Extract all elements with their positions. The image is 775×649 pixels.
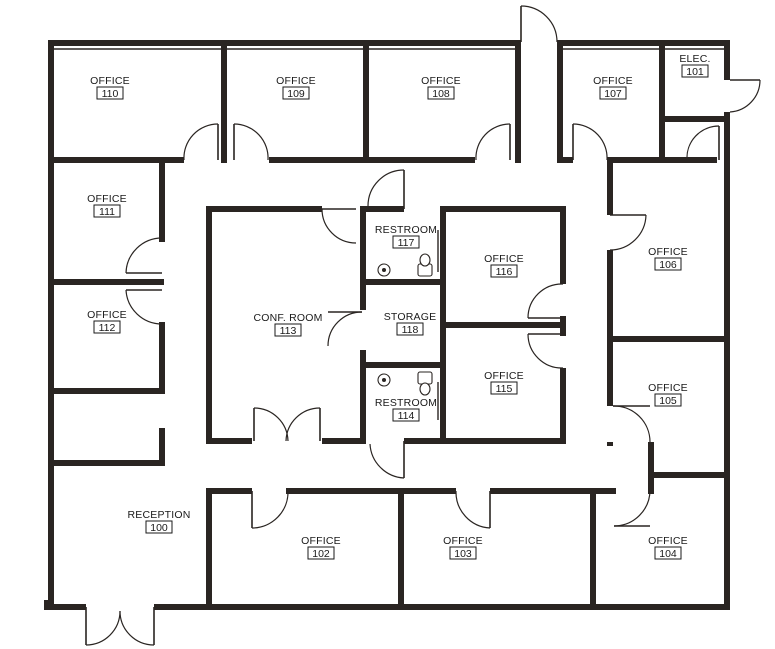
room-number: 111 bbox=[99, 206, 115, 218]
room-number: 116 bbox=[496, 266, 513, 278]
room-number: 114 bbox=[398, 410, 415, 422]
room-number-box bbox=[282, 86, 310, 100]
room-label-101: ELEC.101 bbox=[679, 53, 710, 78]
room-number: 106 bbox=[659, 259, 677, 271]
room-number-box bbox=[490, 264, 518, 278]
room-name: OFFICE bbox=[87, 309, 127, 321]
room-number-box bbox=[427, 86, 455, 100]
room-name: OFFICE bbox=[648, 246, 688, 258]
room-name: RESTROOM bbox=[375, 397, 437, 409]
room-number-box bbox=[490, 381, 518, 395]
room-name: OFFICE bbox=[301, 535, 341, 547]
room-name: OFFICE bbox=[648, 535, 688, 547]
room-name: OFFICE bbox=[648, 382, 688, 394]
room-number: 105 bbox=[659, 395, 677, 407]
room-number-box bbox=[392, 235, 420, 249]
room-number: 112 bbox=[99, 322, 116, 334]
room-number: 107 bbox=[604, 88, 622, 100]
room-number-box bbox=[145, 520, 173, 534]
room-name: CONF. ROOM bbox=[253, 312, 322, 324]
restroom-fixtures bbox=[377, 230, 439, 420]
room-number: 108 bbox=[432, 88, 450, 100]
room-number-box bbox=[654, 393, 682, 407]
room-name: RESTROOM bbox=[375, 224, 437, 236]
window-lines bbox=[50, 48, 728, 608]
room-number-box bbox=[96, 86, 124, 100]
room-number-box bbox=[449, 546, 477, 560]
room-name: OFFICE bbox=[484, 253, 524, 265]
room-name: OFFICE bbox=[421, 75, 461, 87]
room-name: OFFICE bbox=[593, 75, 633, 87]
room-name: OFFICE bbox=[90, 75, 130, 87]
room-number: 115 bbox=[496, 383, 513, 395]
room-number-box bbox=[654, 257, 682, 271]
room-number: 100 bbox=[150, 522, 168, 534]
room-number-box bbox=[396, 322, 424, 336]
room-number-box bbox=[307, 546, 335, 560]
room-number-box bbox=[681, 64, 709, 78]
room-name: OFFICE bbox=[276, 75, 316, 87]
room-number: 118 bbox=[402, 324, 419, 336]
room-labels: OFFICE110OFFICE109OFFICE108OFFICE107ELEC… bbox=[87, 53, 710, 560]
room-number: 109 bbox=[287, 88, 305, 100]
doors bbox=[44, 5, 761, 646]
room-number-box bbox=[599, 86, 627, 100]
room-number: 104 bbox=[659, 548, 677, 560]
room-number: 101 bbox=[686, 66, 704, 78]
room-number: 113 bbox=[280, 325, 297, 337]
room-name: STORAGE bbox=[384, 311, 437, 323]
room-name: ELEC. bbox=[679, 53, 710, 65]
room-name: OFFICE bbox=[443, 535, 483, 547]
room-name: OFFICE bbox=[484, 370, 524, 382]
room-number-box bbox=[93, 320, 121, 334]
room-number-box bbox=[93, 204, 121, 218]
room-name: OFFICE bbox=[87, 193, 127, 205]
room-number: 103 bbox=[454, 548, 472, 560]
room-number-box bbox=[274, 323, 302, 337]
room-name: RECEPTION bbox=[127, 509, 190, 521]
room-number-box bbox=[654, 546, 682, 560]
room-number: 117 bbox=[398, 237, 415, 249]
room-number: 102 bbox=[312, 548, 330, 560]
room-number-box bbox=[392, 408, 420, 422]
room-number: 110 bbox=[102, 88, 119, 100]
